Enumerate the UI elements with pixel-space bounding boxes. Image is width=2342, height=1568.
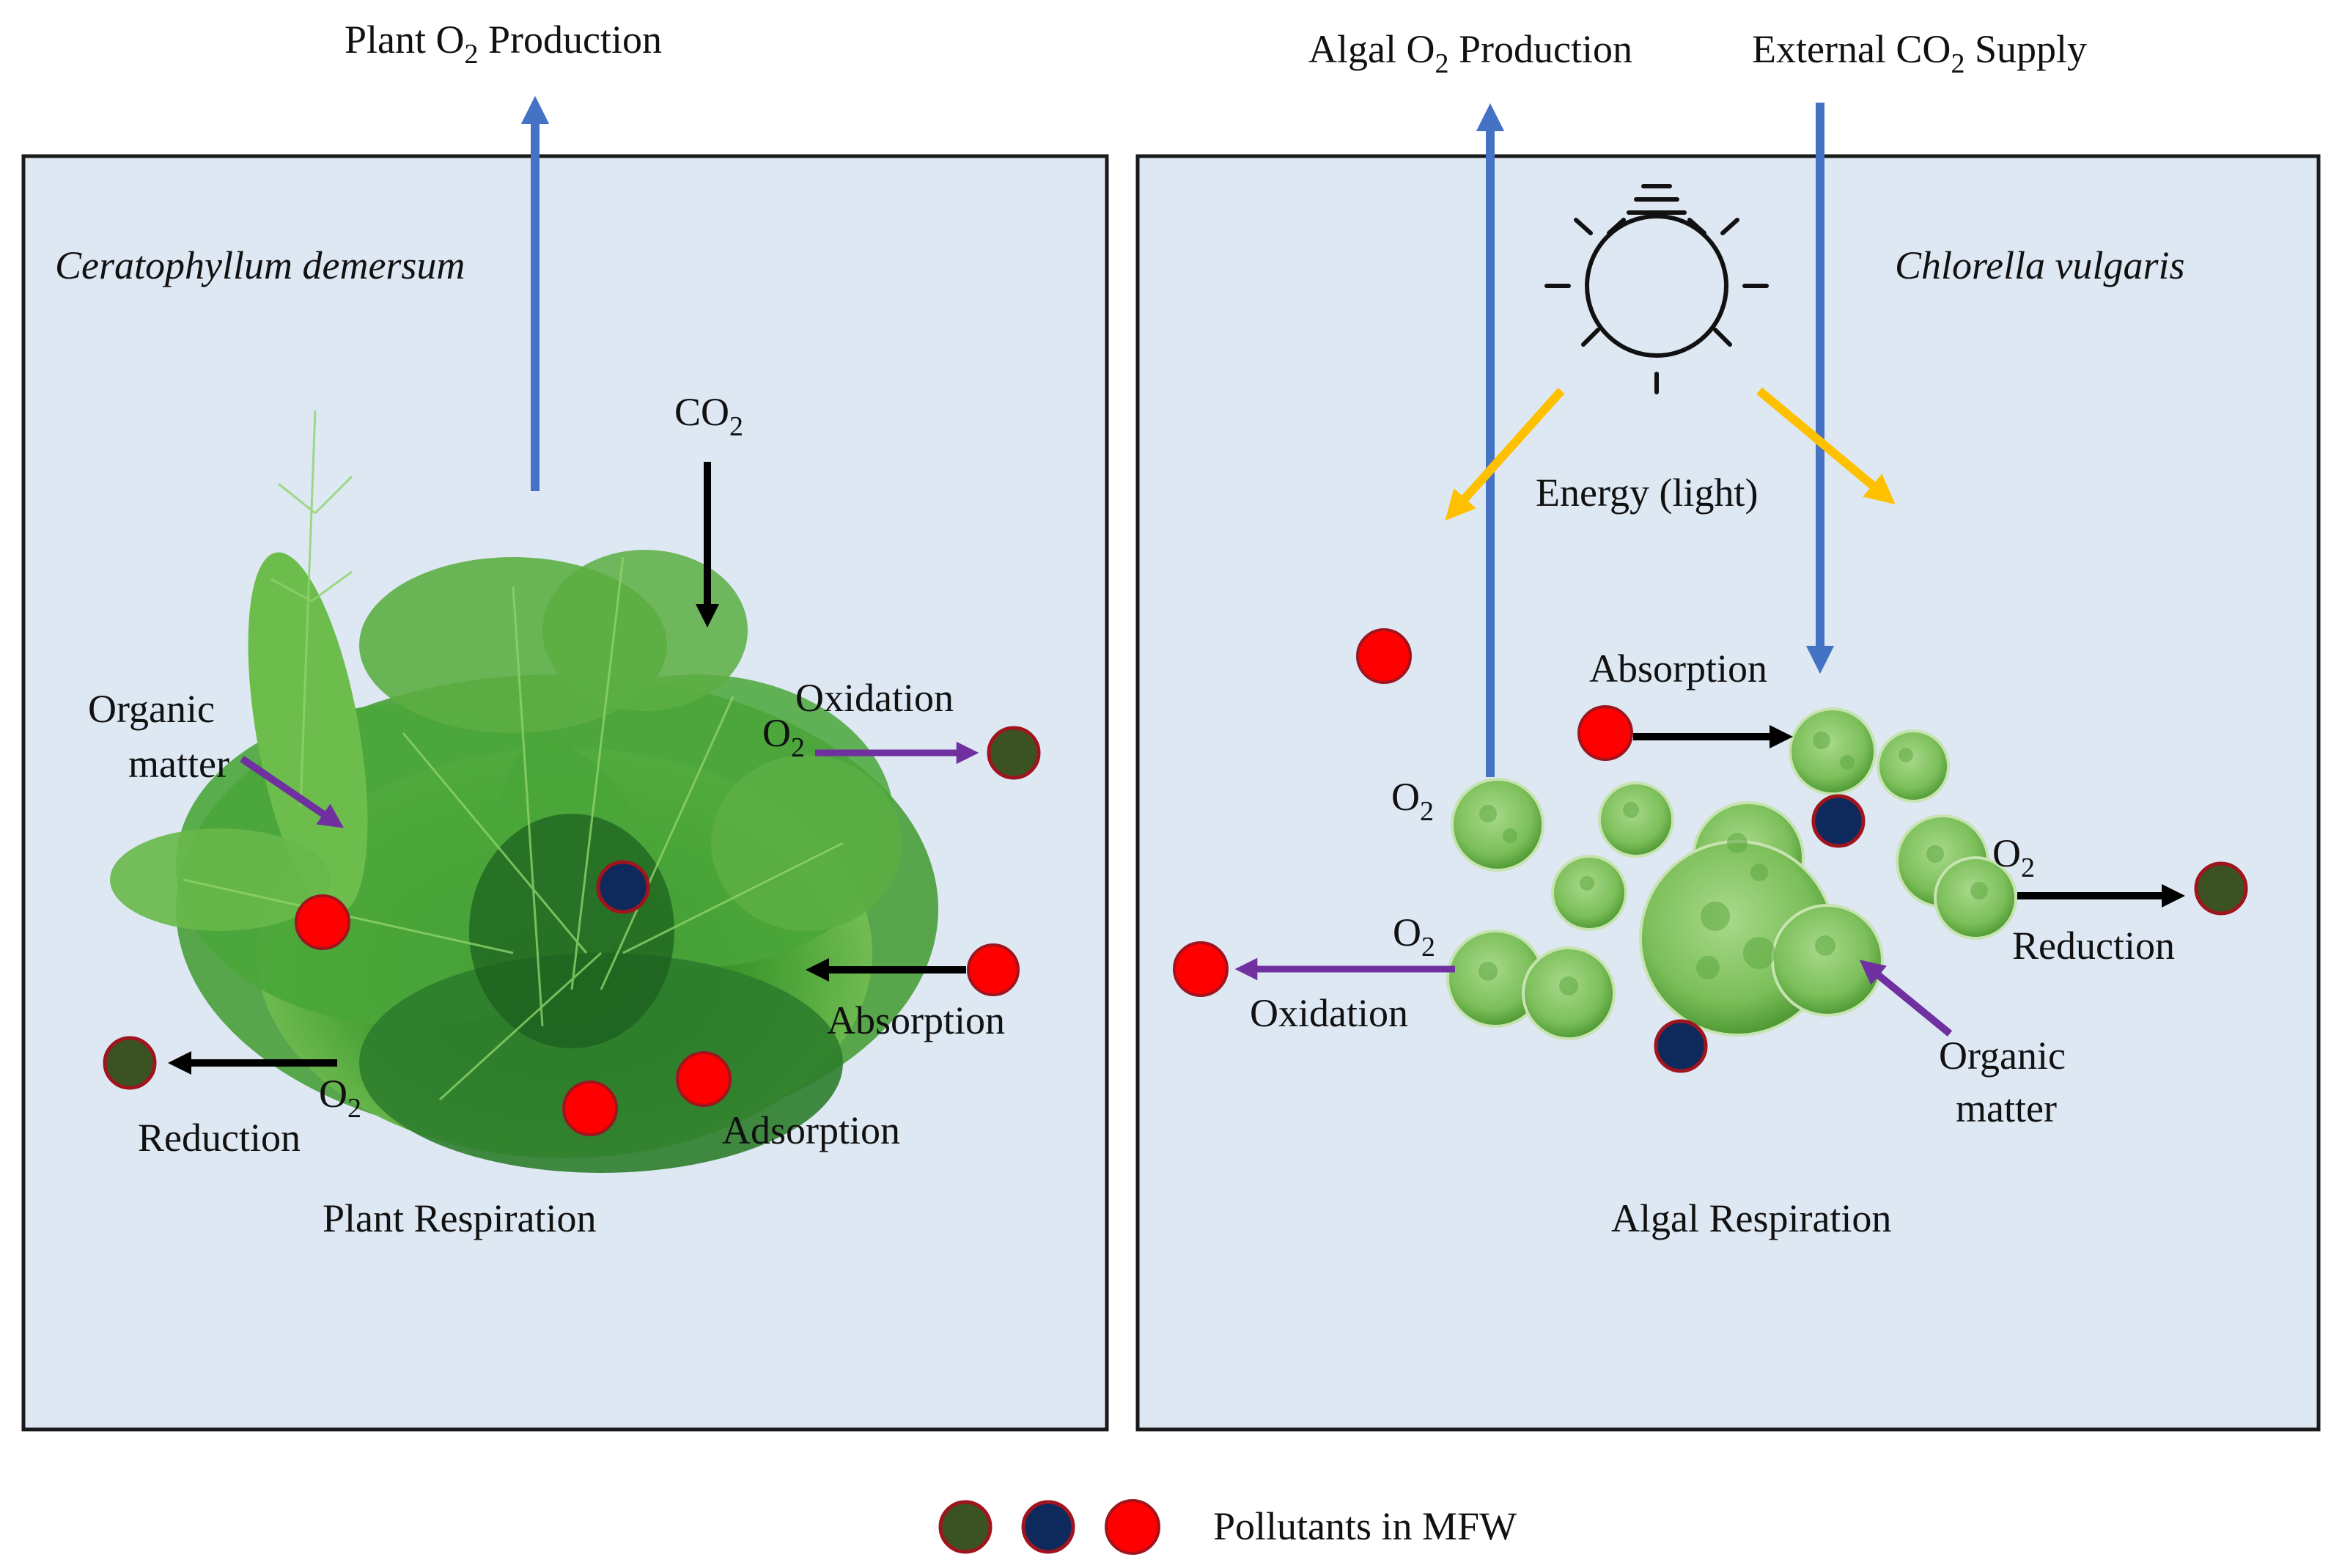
right-panel-box xyxy=(1135,154,2321,1432)
legend-olive-pollutant xyxy=(938,1500,993,1554)
oxidation-label-left: Oxidation xyxy=(795,676,954,720)
light-bulb-icon xyxy=(1544,184,1769,394)
pollutant-olive-oxidized-left xyxy=(987,726,1041,780)
external-co2-supply-label: External CO2 Supply xyxy=(1752,27,2087,79)
co2-label: CO2 xyxy=(674,390,743,442)
plant-respiration-label: Plant Respiration xyxy=(323,1196,596,1240)
o2-label-algae-top: O2 xyxy=(1391,775,1434,827)
pollutant-red-free xyxy=(1356,628,1412,684)
right-panel: Algal O2 Production External CO2 Supply … xyxy=(1135,27,2321,1432)
organic-matter-label-left-2: matter xyxy=(128,742,229,786)
oxidation-label-right: Oxidation xyxy=(1250,991,1408,1035)
reduction-label-left: Reduction xyxy=(138,1116,301,1160)
pollutant-red-on-plant-3 xyxy=(676,1051,732,1107)
pollutant-red-on-plant-1 xyxy=(295,894,350,950)
reduction-label-right: Reduction xyxy=(2012,924,2175,968)
pollutant-navy-on-algae-1 xyxy=(1811,794,1866,848)
legend-label: Pollutants in MFW xyxy=(1213,1504,1517,1548)
legend-navy-pollutant xyxy=(1021,1500,1075,1554)
organic-matter-arrow-left xyxy=(240,755,345,828)
absorption-label-left: Absorption xyxy=(827,998,1005,1042)
o2-label-reduction-right: O2 xyxy=(1992,831,2035,883)
species-label-left: Ceratophyllum demersum xyxy=(55,243,465,287)
pollutant-red-oxidized-right xyxy=(1173,941,1229,997)
pollutant-red-absorption-right xyxy=(1577,705,1633,761)
species-label-right: Chlorella vulgaris xyxy=(1895,243,2185,287)
left-panel: Plant O2 Production Ceratophyllum demers… xyxy=(21,18,1109,1432)
o2-label-oxidation-right: O2 xyxy=(1393,910,1435,962)
pollutant-red-on-plant-2 xyxy=(562,1081,618,1136)
pollutant-olive-reduced-left xyxy=(103,1036,157,1090)
absorption-label-right: Absorption xyxy=(1589,647,1767,691)
organic-matter-label-right-2: matter xyxy=(1956,1086,2057,1130)
legend: Pollutants in MFW xyxy=(938,1499,1517,1555)
energy-light-label: Energy (light) xyxy=(1536,471,1758,515)
organic-matter-arrow-right xyxy=(1859,960,1953,1037)
o2-label-reduction-left: O2 xyxy=(319,1072,361,1124)
light-energy-arrow-right xyxy=(1756,387,1896,505)
pollutant-olive-reduced-right xyxy=(2194,861,2248,916)
chlorella-cell-texture xyxy=(1479,732,1988,995)
pollutant-red-absorption-left xyxy=(967,943,1020,996)
legend-red-pollutant xyxy=(1105,1499,1160,1555)
chlorella-cells-image xyxy=(1446,707,2017,1040)
pollutant-navy-on-plant xyxy=(596,860,650,914)
organic-matter-label-left: Organic xyxy=(88,687,215,731)
pollutant-navy-on-algae-2 xyxy=(1654,1019,1708,1073)
algal-o2-production-label: Algal O2 Production xyxy=(1308,27,1632,79)
plant-o2-production-label: Plant O2 Production xyxy=(345,18,662,70)
o2-label-oxidation-left: O2 xyxy=(762,711,805,763)
organic-matter-label-right: Organic xyxy=(1939,1034,2066,1078)
light-energy-arrow-left xyxy=(1445,387,1565,521)
adsorption-label: Adsorption xyxy=(722,1108,900,1152)
algal-respiration-label: Algal Respiration xyxy=(1611,1196,1891,1240)
